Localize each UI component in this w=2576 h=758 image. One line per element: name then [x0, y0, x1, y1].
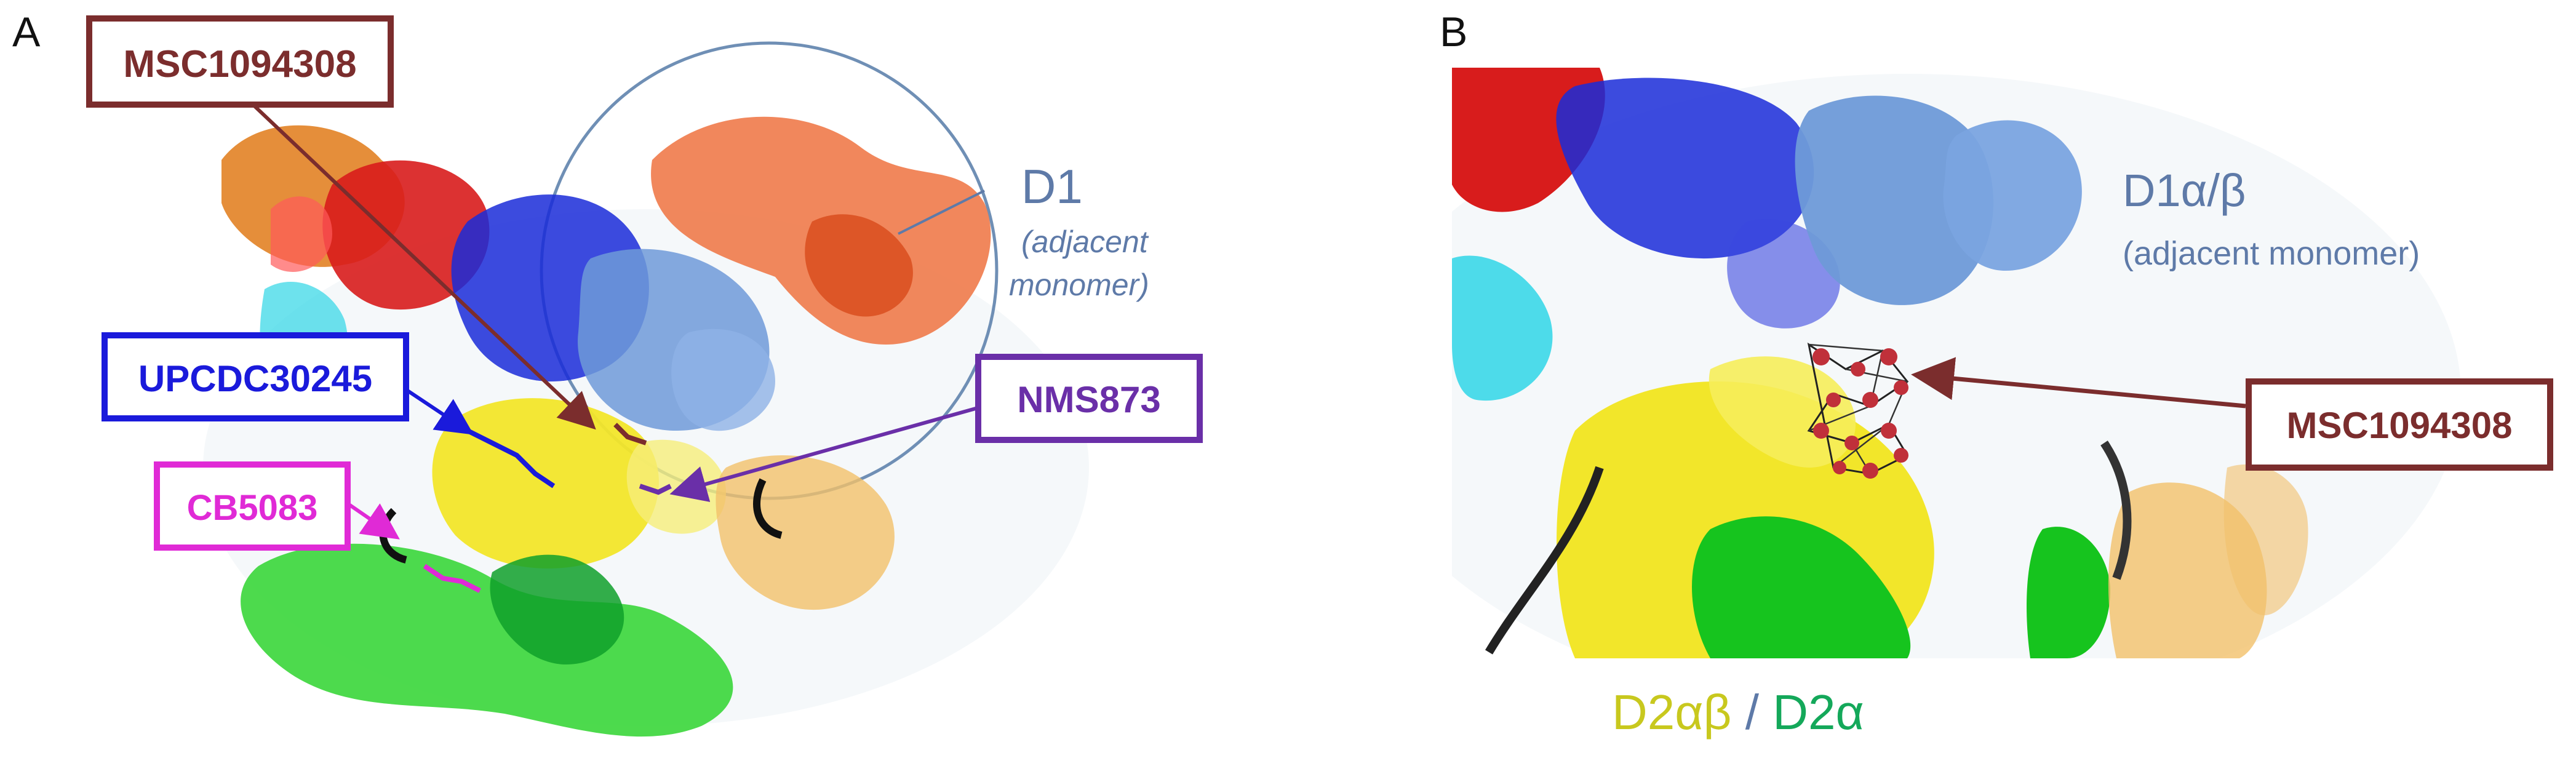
panel-b-structure-illustration	[1452, 68, 2498, 658]
d2-label: D2αβ / D2α	[1612, 685, 1864, 740]
d1-label-b: D1α/β	[2123, 165, 2246, 216]
d2-label-green: D2α	[1772, 685, 1864, 740]
nms-label: NMS873	[1017, 379, 1160, 420]
upcdc-callout: UPCDC30245	[102, 332, 409, 421]
msc-callout-a: MSC1094308	[86, 15, 394, 108]
msc-arrow-b	[1911, 357, 2246, 409]
panel-b: B	[1440, 9, 2553, 740]
ligand-cluster	[1807, 342, 1909, 479]
msc-callout-b: MSC1094308	[2246, 378, 2553, 471]
panel-a: A	[12, 9, 1203, 737]
d2-label-yellow: D2αβ	[1612, 685, 1732, 740]
panel-b-letter: B	[1440, 9, 1467, 55]
d1-label-a: D1	[1021, 159, 1083, 213]
d1-note-a-line2: monomer)	[1009, 268, 1149, 302]
cb-label: CB5083	[187, 488, 318, 528]
panel-a-structure-illustration	[203, 41, 1089, 737]
msc-arrow-a	[238, 90, 596, 430]
panel-a-letter: A	[12, 9, 41, 55]
d2-label-sep: /	[1745, 685, 1760, 740]
msc-label-b: MSC1094308	[2287, 405, 2513, 446]
nms-arrow	[669, 404, 985, 502]
d1-pointer	[898, 190, 985, 235]
cb-arrow	[343, 500, 400, 540]
msc-label-a: MSC1094308	[123, 43, 356, 86]
cb-callout: CB5083	[154, 461, 351, 551]
d1-note-a-line1: (adjacent	[1021, 225, 1149, 259]
d1-note-b: (adjacent monomer)	[2123, 235, 2420, 272]
nms-callout: NMS873	[975, 354, 1203, 443]
upcdc-label: UPCDC30245	[138, 358, 372, 399]
